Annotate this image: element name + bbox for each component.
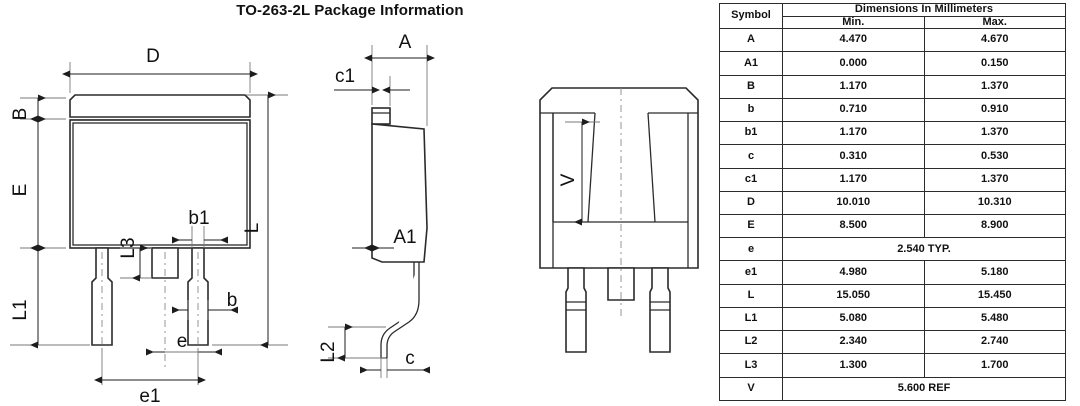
dim-label-A1: A1: [393, 227, 416, 248]
top-view-group: D B E L1 L b1: [10, 46, 288, 406]
cell-min: 4.980: [782, 260, 925, 285]
bottom-view-group: V: [539, 87, 699, 353]
dim-label-L2: L2: [318, 341, 339, 362]
dim-label-A: A: [399, 32, 412, 53]
cell-symbol: L1: [719, 306, 783, 332]
cell-symbol: E: [719, 213, 783, 239]
cell-max: 1.370: [923, 74, 1066, 99]
cell-merged-value: 5.600 REF: [782, 376, 1066, 402]
dim-label-c1: c1: [335, 66, 355, 87]
cell-symbol: L: [719, 283, 783, 308]
dim-label-L: L: [242, 223, 263, 234]
top-view-pin-left: [91, 247, 113, 346]
dim-label-V: V: [558, 173, 579, 186]
drawings-svg: .out { fill:#ffffff; stroke:#2b2b2b; str…: [10, 32, 699, 406]
cell-min: 0.310: [782, 144, 925, 169]
cell-min: 1.300: [782, 353, 925, 378]
header-dimensions: Dimensions In Millimeters: [782, 3, 1066, 17]
cell-min: 0.000: [782, 51, 925, 76]
cell-symbol: B: [719, 74, 783, 99]
dim-label-L1: L1: [10, 299, 31, 320]
dim-label-D: D: [146, 46, 160, 67]
cell-min: 5.080: [782, 306, 925, 332]
cell-max: 4.670: [923, 28, 1066, 53]
cell-symbol: e: [719, 237, 783, 262]
dim-label-e: e: [177, 331, 188, 352]
cell-symbol: e1: [719, 260, 783, 285]
cell-min: 1.170: [782, 167, 925, 192]
page-title: TO-263-2L Package Information: [236, 2, 464, 19]
dimensions-table: Symbol Dimensions In Millimeters Min. Ma…: [719, 2, 1066, 402]
dim-label-L3: L3: [118, 237, 139, 258]
cell-max: 5.180: [923, 260, 1066, 285]
cell-symbol: b1: [719, 121, 783, 146]
cell-min: 4.470: [782, 28, 925, 53]
top-view-tab: [69, 94, 251, 118]
cell-max: 0.150: [923, 51, 1066, 76]
cell-max: 15.450: [923, 283, 1066, 308]
cell-max: 2.740: [923, 330, 1066, 355]
cell-max: 1.370: [923, 121, 1066, 146]
dim-label-c: c: [405, 348, 415, 369]
cell-symbol: c1: [719, 167, 783, 192]
cell-symbol: A1: [719, 51, 783, 76]
table-header: Symbol Dimensions In Millimeters Min. Ma…: [719, 2, 1066, 30]
cell-min: 15.050: [782, 283, 925, 308]
side-view-tab: [371, 107, 391, 125]
dim-label-b: b: [227, 290, 238, 311]
header-symbol: Symbol: [719, 2, 783, 30]
cell-min: 1.170: [782, 121, 925, 146]
cell-max: 1.370: [923, 167, 1066, 192]
cell-max: 5.480: [923, 306, 1066, 332]
cell-symbol: b: [719, 97, 783, 123]
cell-symbol: L2: [719, 330, 783, 355]
dim-label-e1: e1: [139, 386, 160, 406]
cell-symbol: D: [719, 190, 783, 215]
cell-max: 10.310: [923, 190, 1066, 215]
dim-label-B: B: [10, 108, 31, 121]
cell-merged-value: 2.540 TYP.: [782, 237, 1066, 262]
cell-symbol: V: [719, 376, 783, 402]
package-drawings: .out { fill:#ffffff; stroke:#2b2b2b; str…: [10, 32, 699, 406]
cell-max: 1.700: [923, 353, 1066, 378]
dimensions-table-wrapper: Symbol Dimensions In Millimeters Min. Ma…: [719, 2, 1066, 402]
header-min: Min.: [782, 15, 925, 30]
cell-max: 0.530: [923, 144, 1066, 169]
cell-symbol: L3: [719, 353, 783, 378]
cell-min: 8.500: [782, 213, 925, 239]
bottom-view-pin-center: [607, 267, 635, 301]
side-view-body: [371, 123, 428, 263]
cell-min: 1.170: [782, 74, 925, 99]
cell-symbol: A: [719, 28, 783, 53]
cell-max: 8.900: [923, 213, 1066, 239]
cell-min: 10.010: [782, 190, 925, 215]
dim-label-b1: b1: [188, 208, 209, 229]
cell-max: 0.910: [923, 97, 1066, 123]
cell-min: 2.340: [782, 330, 925, 355]
header-row-1: Symbol Dimensions In Millimeters: [719, 2, 1066, 30]
dim-label-E: E: [10, 184, 31, 197]
top-view-pin-right: [187, 247, 209, 346]
side-view-group: A c1 A1 L2 c: [318, 32, 435, 378]
cell-min: 0.710: [782, 97, 925, 123]
cell-symbol: c: [719, 144, 783, 169]
header-max: Max.: [923, 15, 1066, 30]
